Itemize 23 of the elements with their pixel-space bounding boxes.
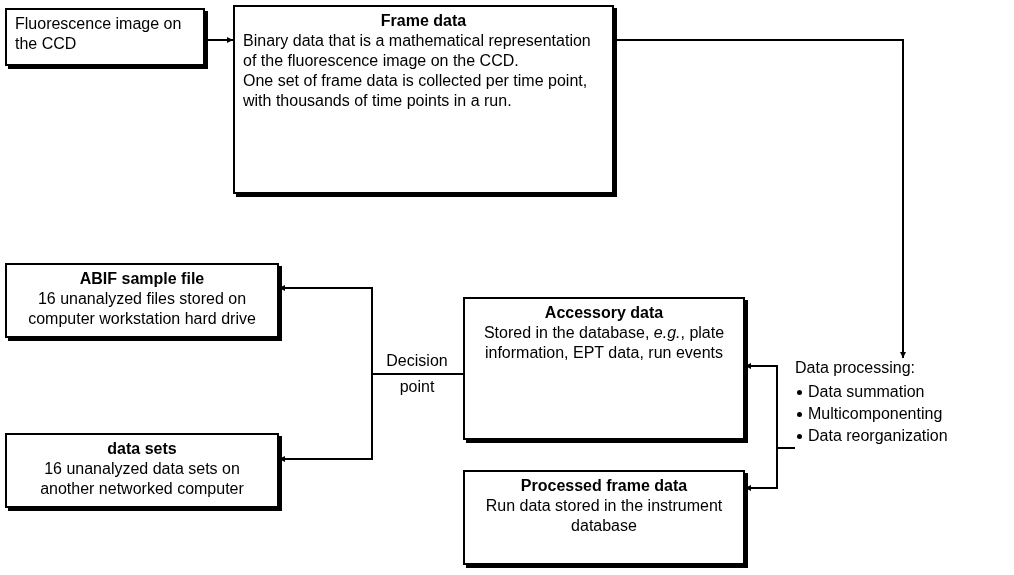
box-heading: ABIF sample file (78, 269, 206, 289)
text-box (5, 263, 279, 338)
box-text: 16 unanalyzed data sets on another networked computer (39, 459, 245, 499)
junction-label: Decision point (385, 351, 449, 397)
text-box (5, 433, 279, 508)
text-box (463, 297, 745, 440)
list-item: Data reorganization (808, 426, 948, 446)
box-heading: data sets (106, 439, 178, 459)
box-text: Run data stored in the instrument database (484, 496, 724, 536)
box-text: 16 unanalyzed files stored on computer workstation hard drive (27, 289, 257, 329)
list-item: Multicomponenting (808, 404, 943, 424)
text-box (463, 470, 745, 565)
text-box (5, 8, 205, 66)
box-text: One set of frame data is collected per time point, with thousands of time points in a run. (243, 71, 589, 111)
text-box (233, 5, 614, 194)
box-heading: Processed frame data (519, 476, 689, 496)
list-heading: Data processing: (795, 358, 917, 378)
list-item: Data summation (808, 382, 925, 402)
box-text: Stored in the database, e.g., plate information, EPT data, run events (482, 323, 726, 363)
box-heading: Accessory data (543, 303, 665, 323)
box-text: Fluorescence image on the CCD (15, 14, 183, 54)
box-text: Binary data that is a mathematical representation of the fluorescence image on the CCD. (243, 31, 592, 71)
box-heading: Frame data (379, 11, 468, 31)
